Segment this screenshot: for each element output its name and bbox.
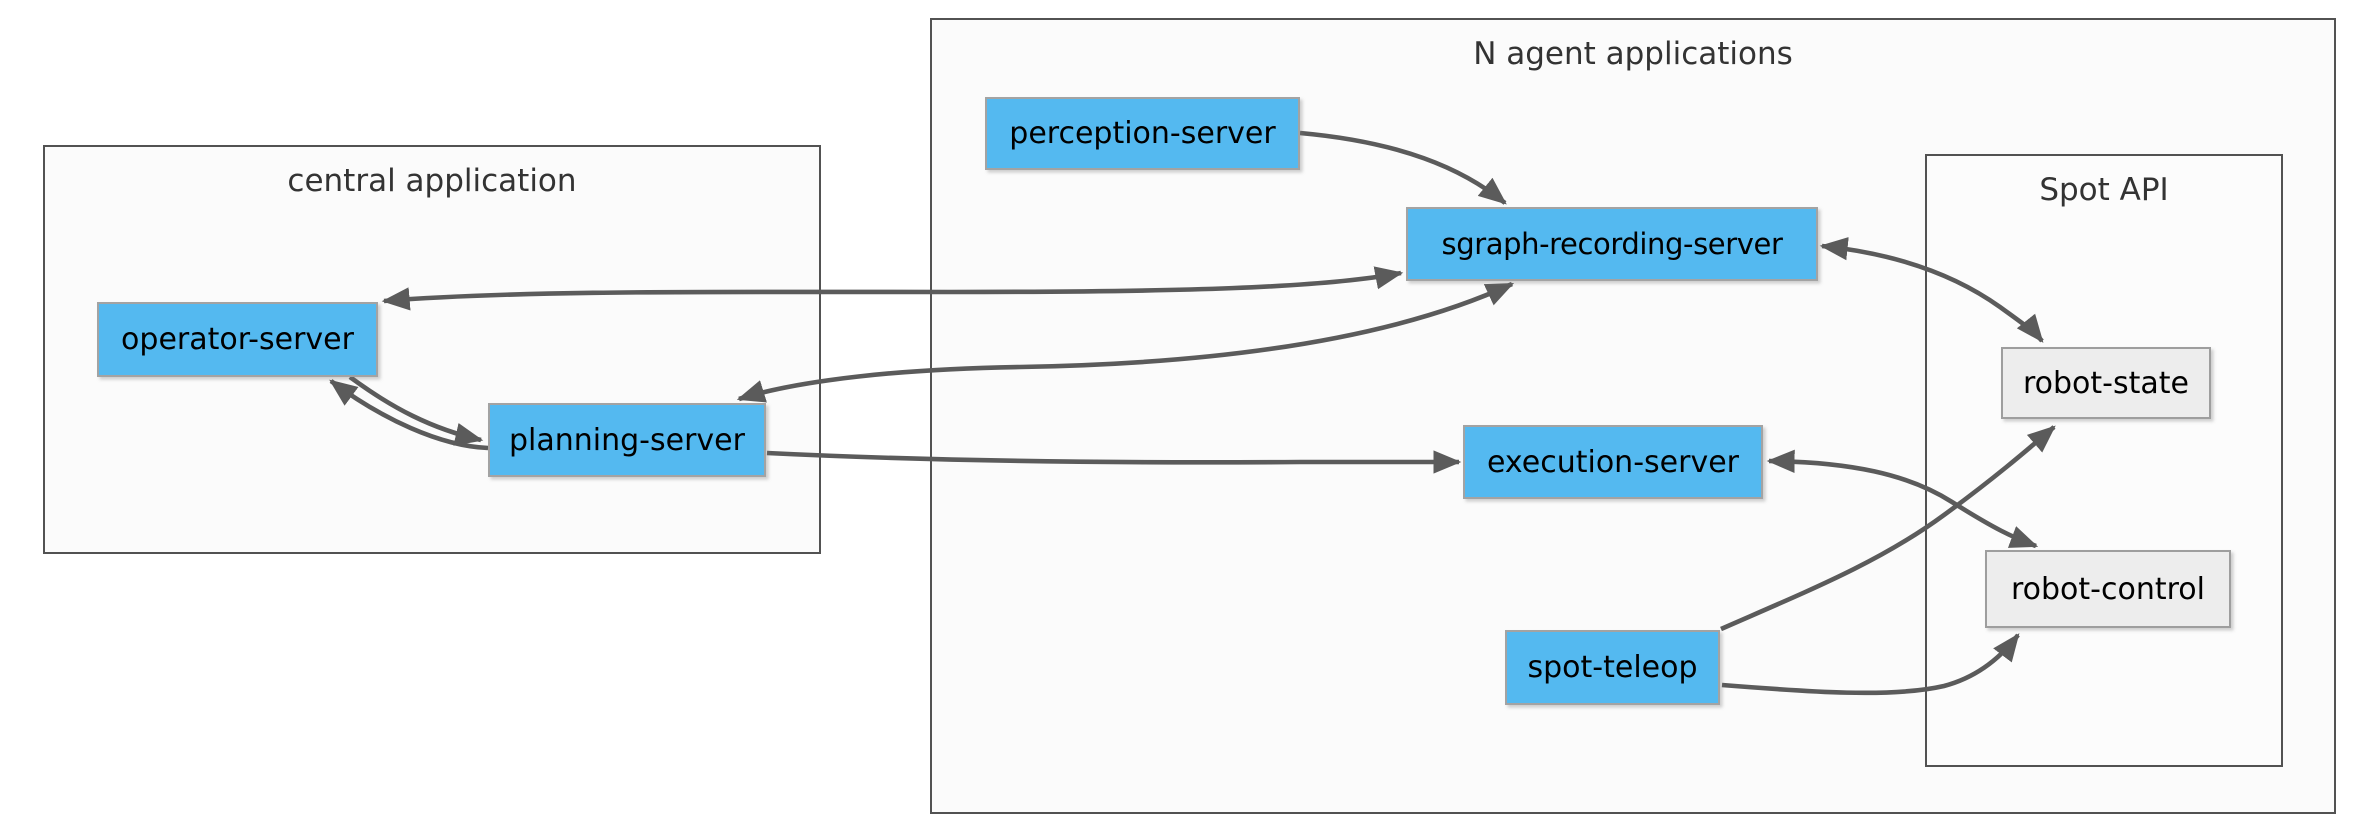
node-robot-state: robot-state [2001,347,2211,419]
edge-operator-server-sgraph-recording-server [381,266,1404,311]
node-perception-server: perception-server [985,97,1300,170]
node-sgraph-recording-server-label: sgraph-recording-server [1441,227,1783,261]
node-operator-server-label: operator-server [121,322,354,357]
node-robot-state-label: robot-state [2022,365,2189,401]
node-execution-server-label: execution-server [1487,444,1739,480]
node-sgraph-recording-server: sgraph-recording-server [1406,207,1818,281]
subgraph-n-agent-applications-title: N agent applications [1473,36,1793,72]
edge-perception-server-to-sgraph-recording-server [1299,130,1507,205]
node-robot-control: robot-control [1985,550,2231,628]
node-planning-server: planning-server [488,403,766,477]
subgraph-central-application-title: central application [287,163,577,199]
edge-planning-server-to-execution-server [766,450,1462,474]
edge-sgraph-recording-server-robot-state [1819,237,2044,343]
edge-spot-teleop-to-robot-control [1721,633,2020,696]
node-spot-teleop-label: spot-teleop [1527,650,1698,685]
edge-planning-server-to-operator-server [329,379,489,451]
node-execution-server: execution-server [1463,425,1763,499]
edge-spot-teleop-to-robot-state [1720,425,2056,632]
subgraph-spot-api-title: Spot API [2039,172,2169,208]
node-spot-teleop: spot-teleop [1505,630,1720,705]
edge-operator-server-to-planning-server [348,375,484,446]
node-robot-control-label: robot-control [2010,571,2205,607]
edge-execution-server-robot-control [1766,449,2039,549]
node-planning-server-label: planning-server [509,422,745,458]
edge-planning-server-sgraph-recording-server [736,281,1515,403]
node-perception-server-label: perception-server [1009,116,1276,151]
node-operator-server: operator-server [97,302,378,377]
